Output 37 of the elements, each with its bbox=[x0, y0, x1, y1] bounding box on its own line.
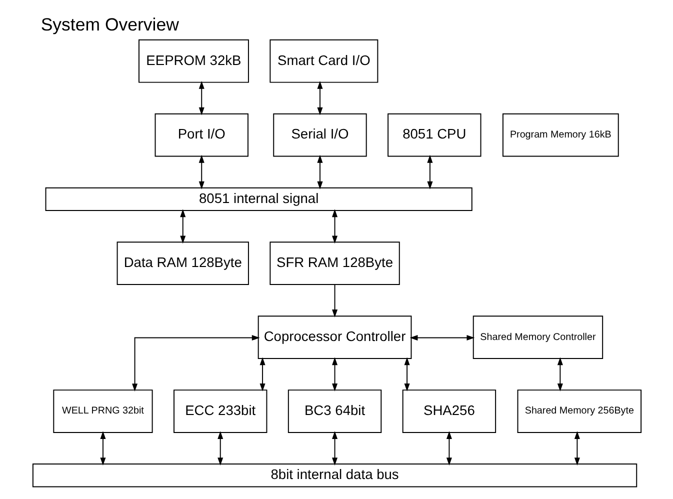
arrow bbox=[446, 431, 452, 466]
arrow bbox=[132, 335, 260, 392]
arrow bbox=[259, 357, 265, 392]
node-box: 8051 internal signal bbox=[44, 187, 472, 212]
node-box: WELL PRNG 32bit bbox=[52, 390, 152, 433]
arrow bbox=[180, 209, 186, 244]
arrow bbox=[316, 81, 322, 116]
arrow bbox=[404, 357, 410, 392]
node-box: EEPROM 32kB bbox=[138, 39, 248, 83]
node-box: Port I/O bbox=[154, 113, 248, 157]
node-box: Serial I/O bbox=[272, 113, 366, 157]
arrow bbox=[316, 154, 322, 190]
arrow bbox=[332, 431, 338, 466]
arrow bbox=[332, 209, 338, 244]
arrow bbox=[332, 357, 338, 392]
node-box: Program Memory 16kB bbox=[502, 113, 618, 157]
diagram-title: System Overview bbox=[40, 14, 178, 34]
arrow bbox=[574, 431, 580, 466]
arrow bbox=[217, 431, 223, 466]
arrow bbox=[426, 154, 432, 190]
node-box: 8051 CPU bbox=[387, 113, 481, 157]
arrow bbox=[409, 335, 474, 341]
node-box: SHA256 bbox=[402, 390, 496, 433]
arrow bbox=[100, 431, 106, 466]
node-box: SFR RAM 128Byte bbox=[269, 242, 400, 285]
node-box: ECC 233bit bbox=[173, 390, 267, 433]
arrow bbox=[198, 154, 204, 190]
node-box: Shared Memory 256Byte bbox=[516, 390, 642, 433]
node-box: Coprocessor Controller bbox=[257, 316, 412, 359]
node-box: Shared Memory Controller bbox=[472, 316, 603, 359]
node-box: BC3 64bit bbox=[287, 390, 382, 433]
node-box: Data RAM 128Byte bbox=[116, 242, 248, 285]
arrow bbox=[332, 284, 338, 318]
arrow bbox=[556, 357, 562, 392]
node-box: Smart Card I/O bbox=[269, 39, 378, 83]
node-box: 8bit internal data bus bbox=[32, 464, 637, 488]
arrow bbox=[198, 81, 204, 116]
